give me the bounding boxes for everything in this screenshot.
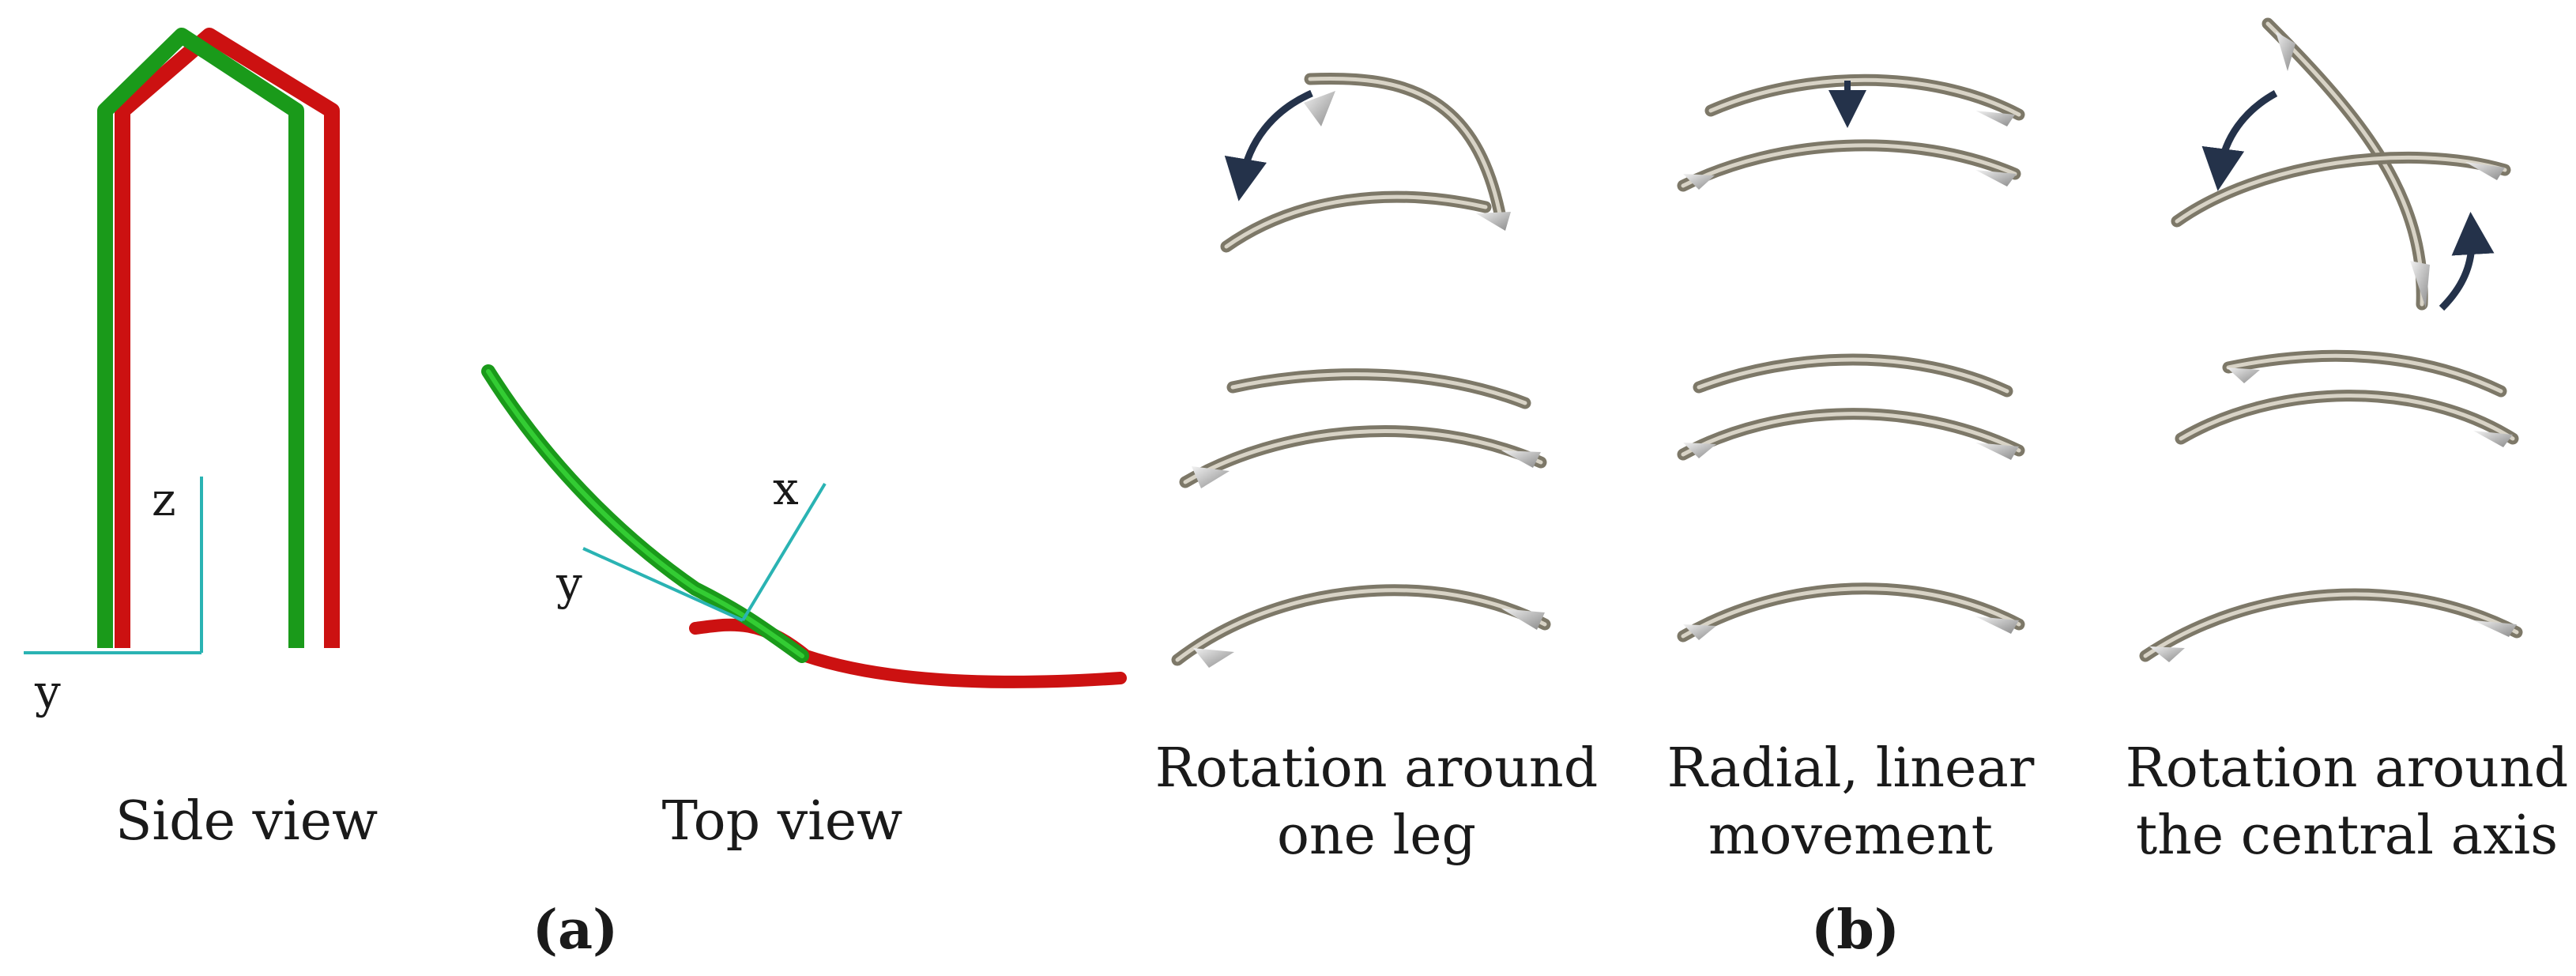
top-view-y-label: y	[555, 556, 582, 610]
caption-top-view: Top view	[662, 790, 903, 853]
column-radial-linear: Radial, linear movement	[1667, 73, 2035, 867]
top-view-drawing: x y	[481, 364, 1127, 688]
top-view-green-staple	[481, 364, 809, 663]
top-view-y-axis	[582, 547, 744, 622]
caption-rotation-central-axis-line2: the central axis	[2136, 805, 2558, 867]
rotation-arrow	[1224, 89, 1313, 202]
caption-rotation-one-leg-line2: one leg	[1277, 805, 1476, 867]
staple-pair-1-bottom	[1171, 584, 1551, 668]
staple-pair-1-top	[1220, 72, 1511, 253]
side-view-green-staple	[97, 28, 304, 648]
caption-rotation-one-leg-line1: Rotation around	[1155, 737, 1599, 800]
staple-pair-3-middle	[2175, 349, 2519, 447]
staple-pair-3-bottom	[2139, 588, 2523, 662]
panel-a-label: (a)	[533, 899, 618, 962]
top-view-x-axis	[741, 482, 827, 622]
side-view-red-staple	[115, 28, 340, 648]
staple-pair-1-middle	[1179, 368, 1547, 488]
staple-pair-2-top	[1677, 73, 2025, 192]
caption-rotation-central-axis-line1: Rotation around	[2126, 737, 2569, 800]
caption-radial-linear-line2: movement	[1708, 805, 1993, 867]
staple-pair-2-bottom	[1677, 582, 2025, 643]
panel-b-label: (b)	[1811, 899, 1900, 962]
staple-pair-3-top	[2171, 17, 2511, 311]
top-view-green-highlight	[486, 369, 804, 658]
caption-radial-linear-line1: Radial, linear	[1667, 737, 2035, 800]
top-view-x-label: x	[773, 462, 799, 515]
side-view-drawing: z y	[24, 28, 340, 718]
panel-a: z y x y Side view Top view (a)	[24, 28, 1127, 962]
panel-b: Rotation around one leg	[1155, 17, 2569, 962]
top-view-red-staple	[689, 618, 1127, 688]
staple-pair-2-middle	[1677, 353, 2025, 461]
caption-side-view: Side view	[115, 790, 378, 853]
column-rotation-one-leg: Rotation around one leg	[1155, 72, 1599, 867]
rotation-arrow-top	[2201, 90, 2278, 191]
side-view-z-label: z	[152, 473, 176, 526]
rotation-arrow-bottom	[2439, 212, 2495, 311]
side-view-y-label: y	[34, 665, 61, 718]
column-rotation-central-axis: Rotation around the central axis	[2126, 17, 2569, 867]
